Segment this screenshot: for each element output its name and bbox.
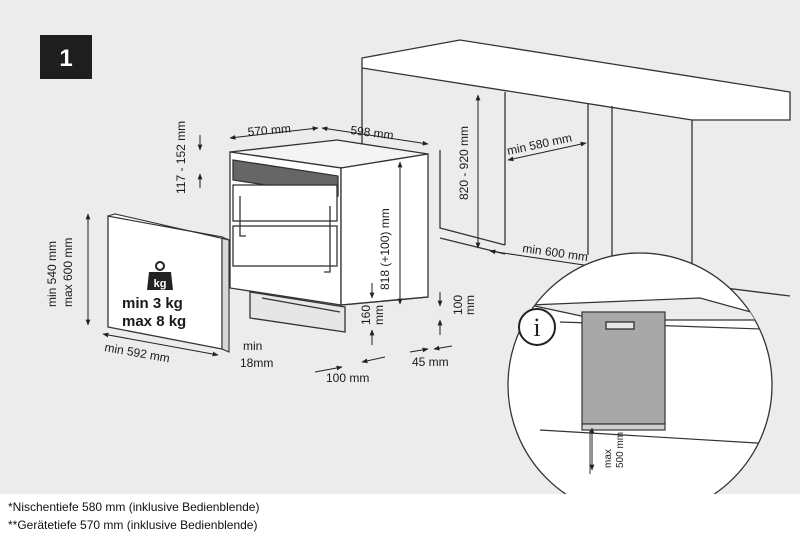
dim-panel-max-height: max 600 mm (61, 238, 75, 307)
dim-height: 818 (+100) mm (378, 208, 392, 290)
dim-niche-depth: min 580 mm (506, 131, 573, 158)
dim-min: min (243, 339, 262, 353)
footnote-device-depth: **Gerätetiefe 570 mm (inklusive Bedienbl… (8, 518, 258, 532)
dim-min-thickness: 18mm (240, 356, 273, 370)
weight-icon: kg (147, 261, 173, 290)
diagram-drawing: 1 kg min 3 kg max 8 kg (40, 35, 791, 494)
step-badge: 1 (40, 35, 92, 79)
dim-plinth-height: 160 (359, 305, 373, 325)
footnote-niche-depth: *Nischentiefe 580 mm (inklusive Bedienbl… (8, 500, 260, 514)
weight-icon-label: kg (154, 278, 167, 290)
dim-width: 598 mm (350, 123, 395, 142)
detail-max: max (603, 449, 614, 468)
info-icon-letter: i (533, 313, 540, 342)
dim-foot-adjust: 100 (451, 295, 465, 315)
dim-panel-width: min 592 mm (103, 340, 170, 365)
dim-height-range: 117 - 152 mm (174, 121, 188, 194)
dim-panel-min-height: min 540 mm (45, 241, 59, 307)
weight-min: min 3 kg (122, 295, 183, 312)
detail-circle: max 500 mm (507, 252, 773, 494)
dimension-lines (85, 94, 605, 373)
dim-plinth-depth: 100 mm (326, 371, 369, 385)
weight-max: max 8 kg (122, 313, 186, 330)
detail-height: 500 mm (615, 432, 626, 468)
dim-niche-height: 820 - 920 mm (457, 126, 471, 200)
dishwasher (229, 139, 429, 333)
dim-plinth-height-unit: mm (372, 305, 386, 325)
dim-foot-adjust-unit: mm (463, 295, 477, 315)
dim-side-gap: 45 mm (412, 355, 449, 369)
info-icon: i (518, 308, 556, 346)
step-number: 1 (59, 45, 72, 72)
dim-depth: 570 mm (247, 121, 291, 139)
